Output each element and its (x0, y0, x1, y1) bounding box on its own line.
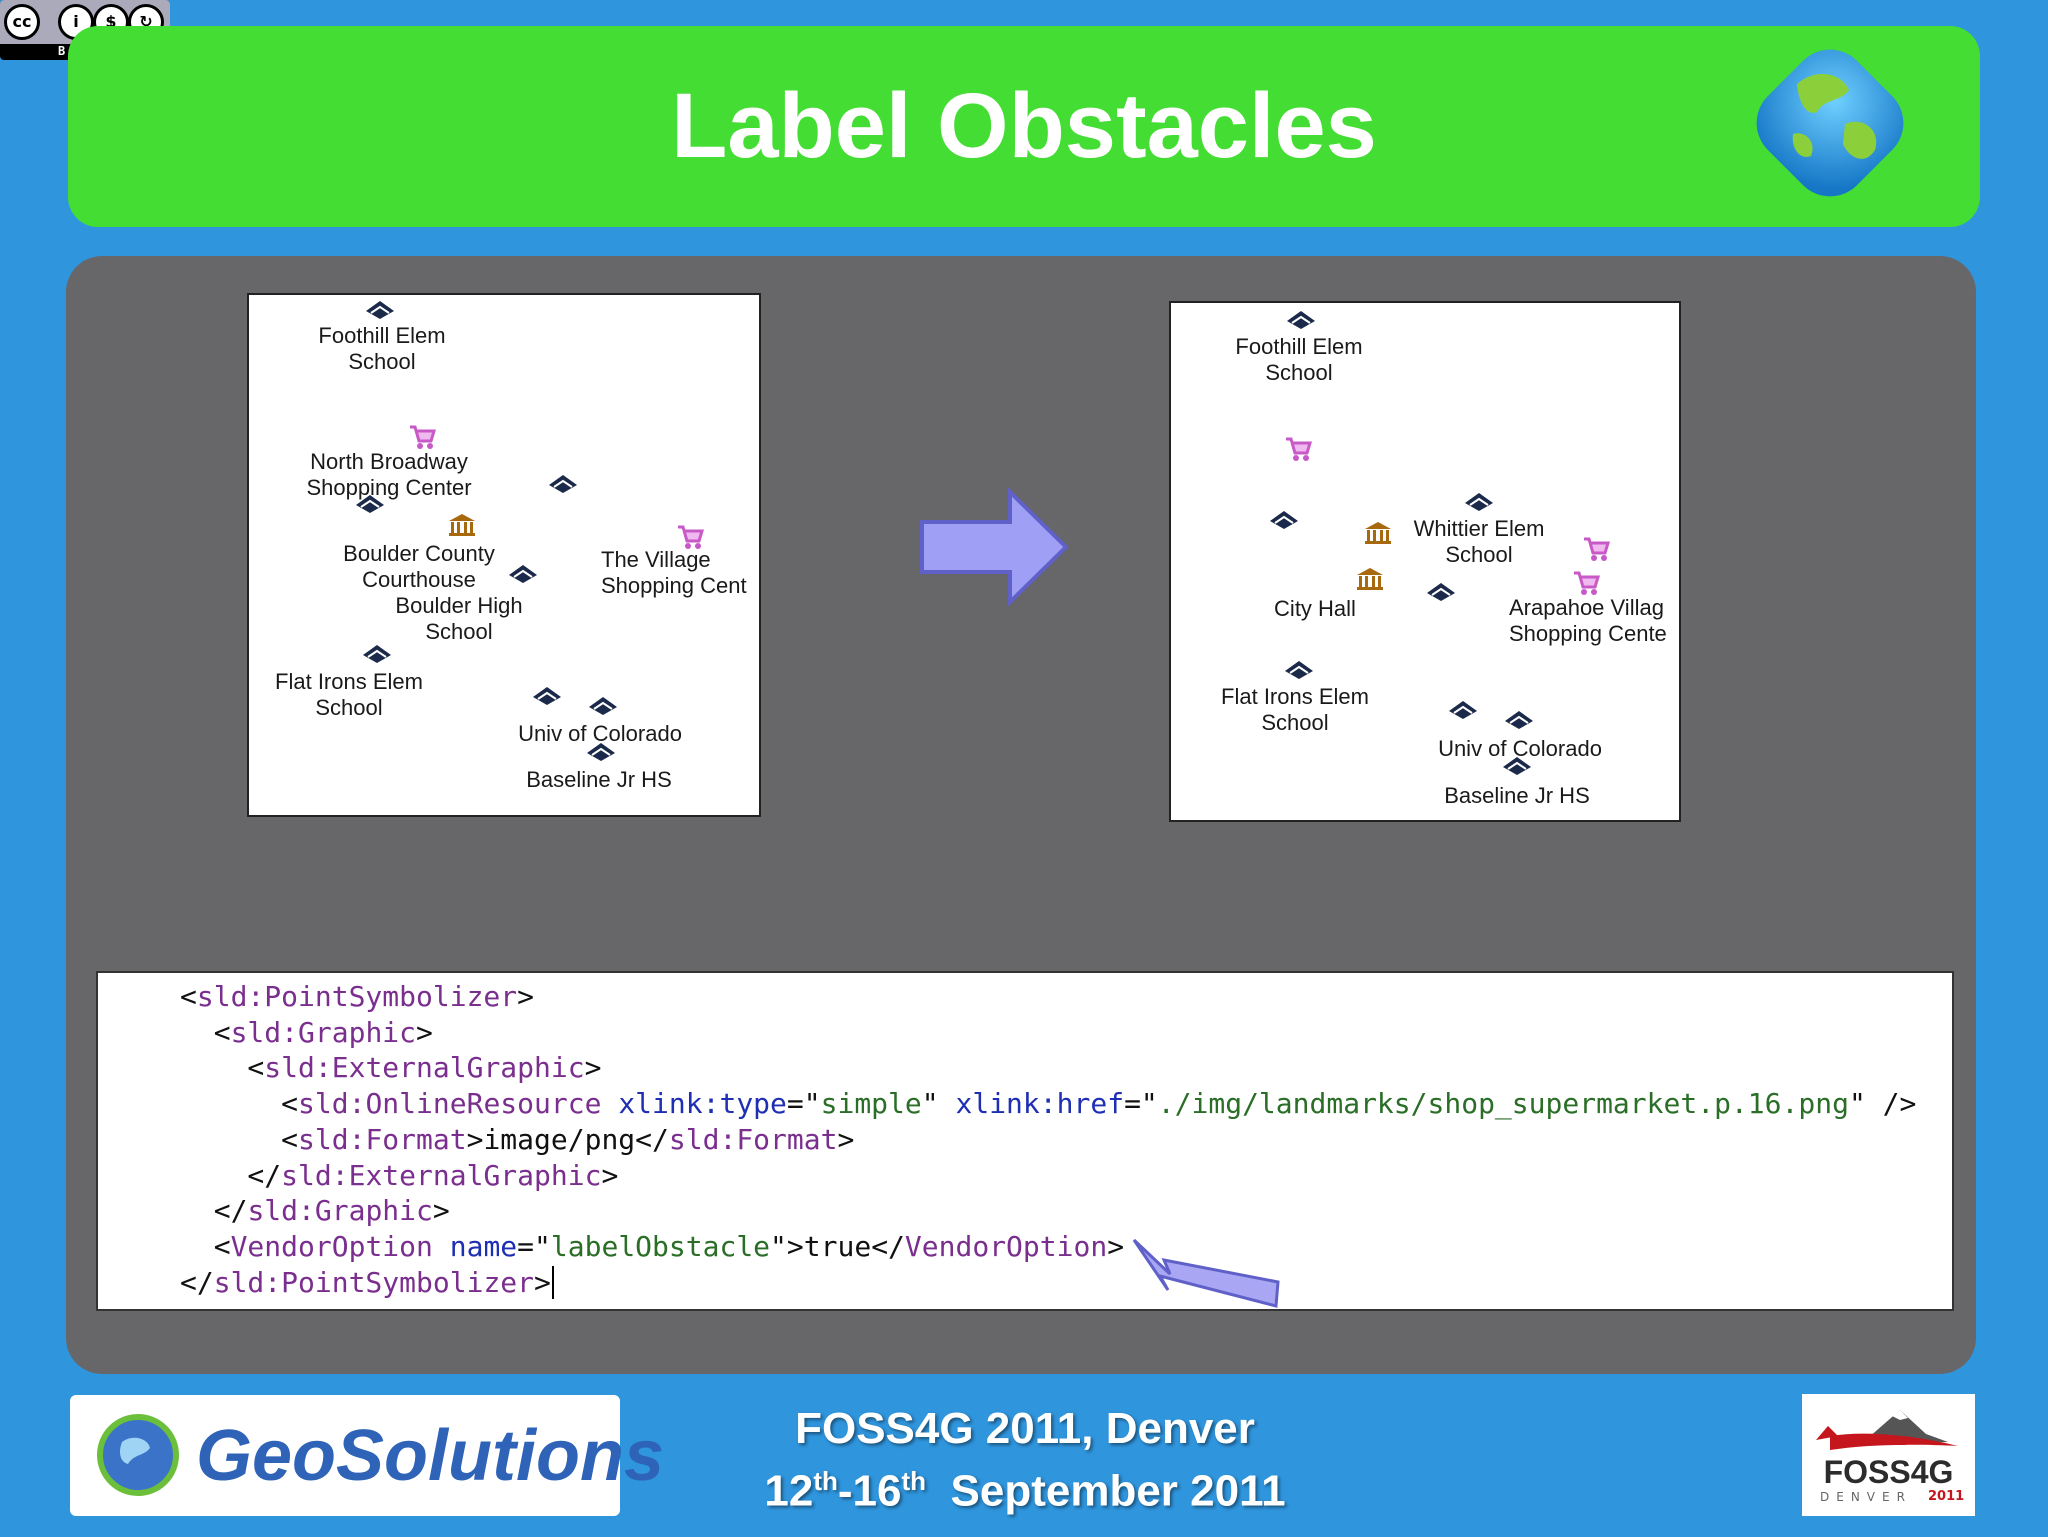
school-icon (1505, 711, 1533, 729)
slide-title: Label Obstacles (671, 75, 1377, 177)
school-icon (366, 301, 394, 319)
shopping-cart-icon (678, 525, 705, 549)
school-icon (549, 475, 577, 493)
date-end: -16 (837, 1466, 902, 1516)
code-line: <sld:ExternalGraphic> (180, 1051, 602, 1085)
map-label: City Hall (1274, 596, 1356, 621)
event-title: FOSS4G 2011, Denver (795, 1404, 1255, 1453)
shopping-cart-icon (1286, 437, 1313, 461)
code-line: <VendorOption name="labelObstacle">true<… (180, 1229, 1125, 1263)
government-building-icon (1357, 568, 1383, 590)
school-icon (1465, 493, 1493, 511)
text-cursor (551, 1265, 554, 1299)
event-info: FOSS4G 2011, Denver 12th-16th September … (720, 1402, 1330, 1518)
title-band (68, 26, 1980, 227)
callout-arrow (1132, 1238, 1280, 1308)
date-start: 12 (764, 1466, 814, 1516)
map-label: Baseline Jr HS (1444, 783, 1590, 808)
school-icon (1427, 583, 1455, 601)
school-icon (1287, 311, 1315, 329)
code-line: <sld:Format>image/png</sld:Format> (180, 1122, 855, 1156)
school-icon (356, 495, 384, 513)
foss4g-city: DENVER (1820, 1490, 1912, 1504)
school-icon (509, 565, 537, 583)
foss4g-year: 2011 (1928, 1489, 1965, 1504)
globe-icon (1756, 49, 1904, 197)
school-icon (363, 645, 391, 663)
code-line: <sld:OnlineResource xlink:type="simple" … (180, 1087, 1917, 1121)
school-icon (587, 743, 615, 761)
shopping-cart-icon (410, 425, 437, 449)
geosolutions-globe-icon (97, 1414, 179, 1496)
code-line: <sld:PointSymbolizer> (180, 980, 535, 1013)
code-lines: <sld:PointSymbolizer> <sld:Graphic> <sld… (180, 979, 1916, 1300)
code-line: </sld:PointSymbolizer> (180, 1265, 551, 1299)
school-icon (1285, 661, 1313, 679)
government-building-icon (1365, 522, 1391, 544)
date-end-suffix: th (901, 1466, 927, 1496)
foss4g-mountain-icon (1816, 1410, 1958, 1450)
school-icon (1503, 757, 1531, 775)
school-icon (1270, 511, 1298, 529)
school-icon (533, 687, 561, 705)
foss4g-wordmark: FOSS4G (1823, 1454, 1954, 1490)
government-building-icon (449, 514, 475, 536)
code-line: </sld:ExternalGraphic> (180, 1158, 619, 1192)
date-start-suffix: th (813, 1466, 838, 1496)
shopping-cart-icon (1574, 571, 1601, 595)
geosolutions-wordmark: GeoSolutions (196, 1416, 664, 1496)
transition-arrow (920, 488, 1069, 606)
shopping-cart-icon (1584, 537, 1611, 561)
map-label: Univ of Colorado (518, 721, 682, 746)
date-month: September 2011 (926, 1466, 1286, 1516)
foss4g-logo: FOSS4G DENVER 2011 (1802, 1394, 1975, 1516)
school-icon (589, 697, 617, 715)
school-icon (1449, 701, 1477, 719)
sld-code-snippet: <sld:PointSymbolizer> <sld:Graphic> <sld… (96, 971, 1954, 1311)
cc-icon: cc (4, 4, 40, 40)
map-label: Baseline Jr HS (526, 767, 672, 792)
code-line: </sld:Graphic> (180, 1194, 450, 1228)
code-line: <sld:Graphic> (180, 1015, 433, 1049)
map-label: Univ of Colorado (1438, 736, 1602, 761)
event-dates: 12th-16th September 2011 (720, 1455, 1330, 1518)
